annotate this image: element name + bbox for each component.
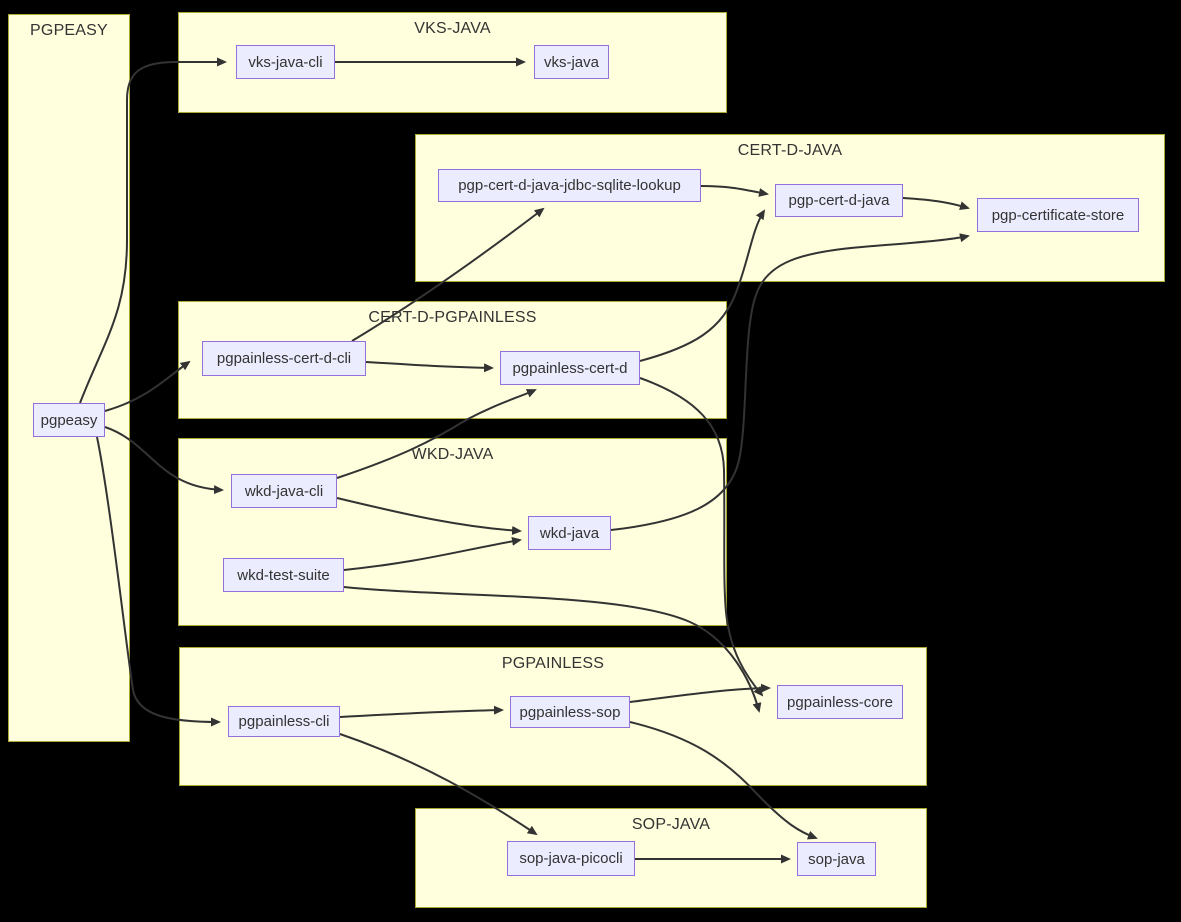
node-pgpainless-sop: pgpainless-sop: [510, 696, 630, 728]
node-wkd-test-suite: wkd-test-suite: [223, 558, 344, 592]
node-pgpainless-cert-d-cli: pgpainless-cert-d-cli: [202, 341, 366, 376]
node-pgpainless-core: pgpainless-core: [777, 685, 903, 719]
cluster-cert-d-pgpainless-title: CERT-D-PGPAINLESS: [368, 309, 537, 326]
node-pgp-certificate-store: pgp-certificate-store: [977, 198, 1139, 232]
node-pgpeasy: pgpeasy: [33, 403, 105, 437]
cluster-pgpeasy-title: PGPEASY: [30, 22, 108, 39]
cluster-vks-java-title: VKS-JAVA: [414, 20, 491, 37]
cluster-sop-java-title: SOP-JAVA: [631, 816, 711, 833]
node-pgp-cert-d-java: pgp-cert-d-java: [775, 184, 903, 217]
node-sop-java-picocli: sop-java-picocli: [507, 841, 635, 876]
node-pgpainless-cert-d: pgpainless-cert-d: [500, 351, 640, 385]
node-wkd-java-cli: wkd-java-cli: [231, 474, 337, 508]
node-vks-java-cli: vks-java-cli: [236, 45, 335, 79]
cluster-cert-d-java-title: CERT-D-JAVA: [737, 142, 843, 159]
node-wkd-java: wkd-java: [528, 516, 611, 550]
cluster-pgpeasy: PGPEASY: [8, 14, 130, 742]
cluster-pgpainless-title: PGPAINLESS: [501, 655, 605, 672]
node-vks-java: vks-java: [534, 45, 609, 79]
cluster-wkd-java-title: WKD-JAVA: [411, 446, 494, 463]
node-sop-java: sop-java: [797, 842, 876, 876]
node-pgp-cert-d-java-jdbc-sqlite-lookup: pgp-cert-d-java-jdbc-sqlite-lookup: [438, 169, 701, 202]
cluster-wkd-java: WKD-JAVA: [178, 438, 727, 626]
node-pgpainless-cli: pgpainless-cli: [228, 706, 340, 737]
